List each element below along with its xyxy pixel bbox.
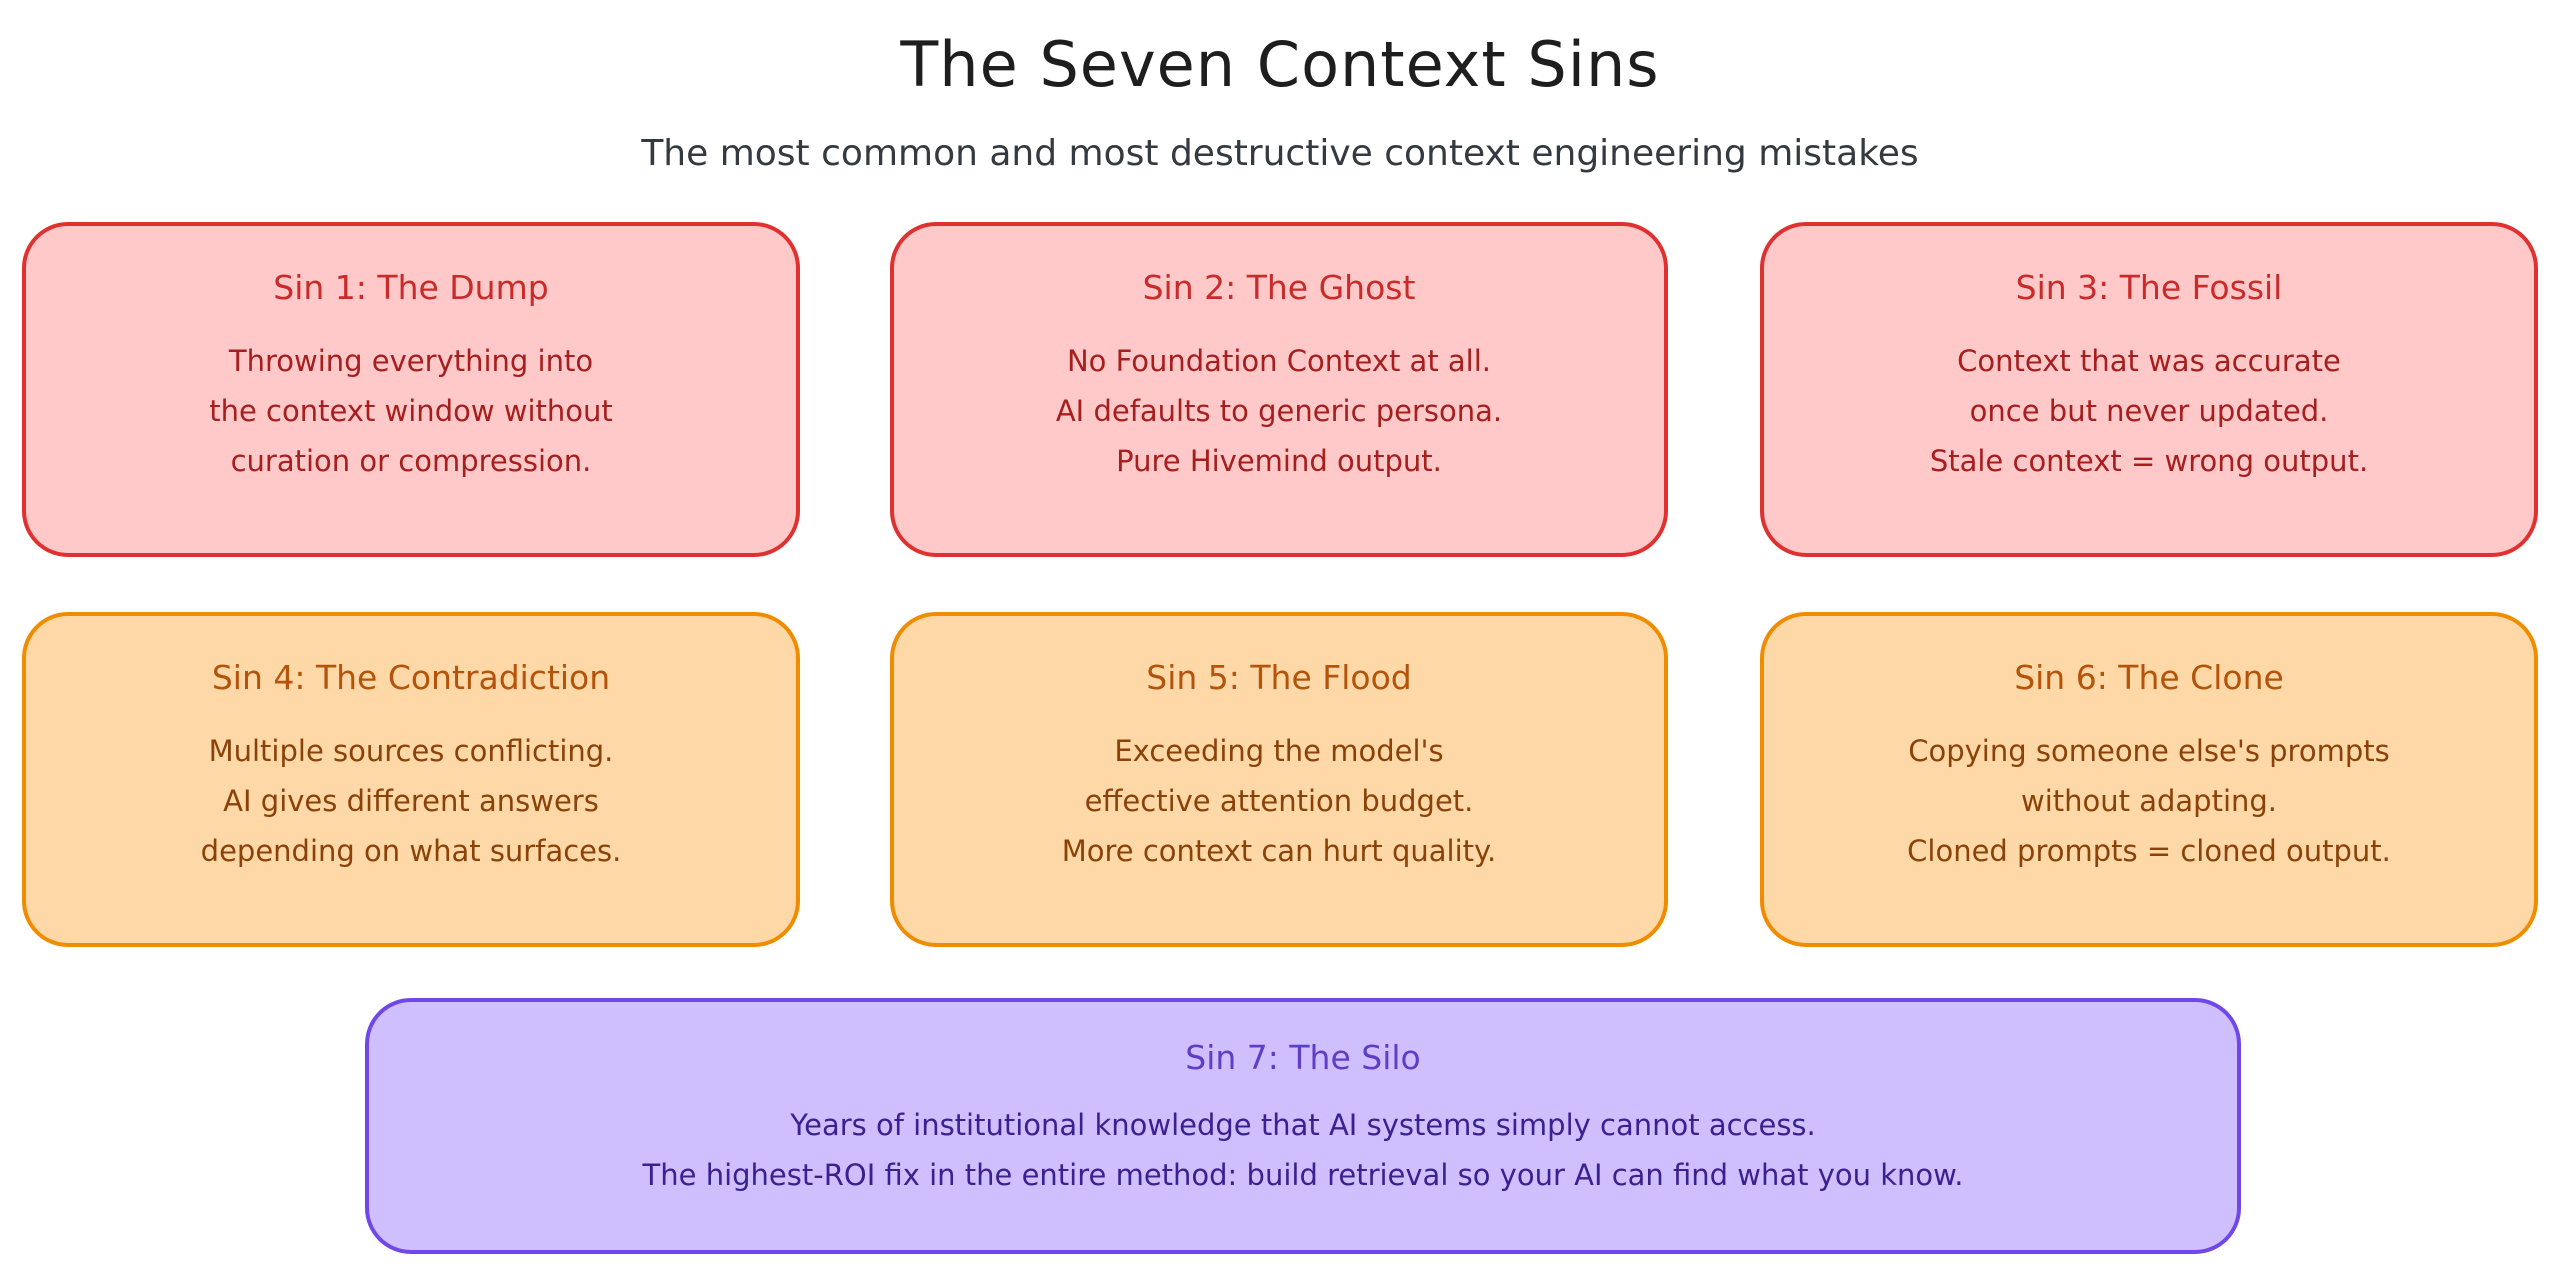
description-line: without adapting.	[2020, 784, 2278, 818]
sin-card-title: Sin 1: The Dump	[273, 268, 549, 307]
description-line: Copying someone else's prompts	[1908, 734, 2390, 768]
sin-card-ghost: Sin 2: The Ghost No Foundation Context a…	[890, 222, 1668, 557]
description-line: Context that was accurate	[1957, 344, 2341, 378]
sin-card-silo: Sin 7: The Silo Years of institutional k…	[365, 998, 2241, 1254]
description-line: once but never updated.	[1969, 394, 2329, 428]
sin-card-description: Multiple sources conflicting. AI gives d…	[26, 726, 796, 876]
description-line: Cloned prompts = cloned output.	[1907, 834, 2391, 868]
description-line: the context window without	[209, 394, 613, 428]
sin-card-description: Copying someone else's prompts without a…	[1764, 726, 2534, 876]
sin-card-title: Sin 2: The Ghost	[1142, 268, 1416, 307]
sin-card-fossil: Sin 3: The Fossil Context that was accur…	[1760, 222, 2538, 557]
description-line: Stale context = wrong output.	[1929, 444, 2369, 478]
sin-card-description: Exceeding the model's effective attentio…	[894, 726, 1664, 876]
sin-card-flood: Sin 5: The Flood Exceeding the model's e…	[890, 612, 1668, 947]
sin-card-title: Sin 4: The Contradiction	[211, 658, 611, 697]
description-line: More context can hurt quality.	[1061, 834, 1497, 868]
description-line: AI defaults to generic persona.	[1055, 394, 1503, 428]
description-line: Throwing everything into	[228, 344, 594, 378]
sin-card-dump: Sin 1: The Dump Throwing everything into…	[22, 222, 800, 557]
description-line: The highest-ROI fix in the entire method…	[642, 1158, 1964, 1192]
sin-card-clone: Sin 6: The Clone Copying someone else's …	[1760, 612, 2538, 947]
description-line: No Foundation Context at all.	[1066, 344, 1492, 378]
sin-card-description: Context that was accurate once but never…	[1764, 336, 2534, 486]
sin-card-contradiction: Sin 4: The Contradiction Multiple source…	[22, 612, 800, 947]
page-subtitle: The most common and most destructive con…	[641, 133, 1919, 174]
sin-card-title: Sin 5: The Flood	[1146, 658, 1412, 697]
description-line: Multiple sources conflicting.	[208, 734, 614, 768]
description-line: effective attention budget.	[1084, 784, 1474, 818]
sin-card-description: Throwing everything into the context win…	[26, 336, 796, 486]
sin-card-title: Sin 6: The Clone	[2014, 658, 2284, 697]
sin-card-title: Sin 3: The Fossil	[2015, 268, 2283, 307]
description-line: AI gives different answers	[223, 784, 599, 818]
description-line: Pure Hivemind output.	[1116, 444, 1442, 478]
sin-card-description: No Foundation Context at all. AI default…	[894, 336, 1664, 486]
description-line: Exceeding the model's	[1114, 734, 1444, 768]
description-line: depending on what surfaces.	[200, 834, 622, 868]
sin-card-title: Sin 7: The Silo	[1185, 1038, 1421, 1077]
sin-card-description: Years of institutional knowledge that AI…	[369, 1100, 2237, 1200]
description-line: Years of institutional knowledge that AI…	[790, 1108, 1816, 1142]
description-line: curation or compression.	[230, 444, 592, 478]
page-title: The Seven Context Sins	[900, 28, 1660, 101]
